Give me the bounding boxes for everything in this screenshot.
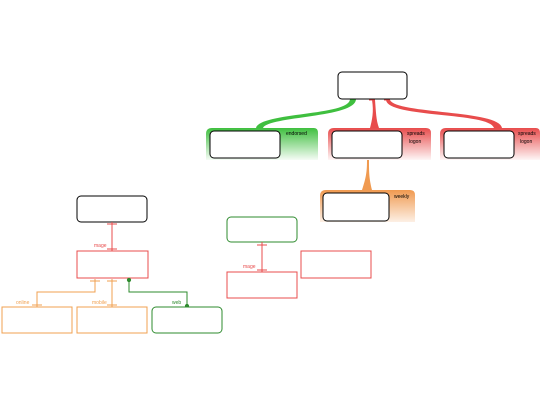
box-spells-logon-2[interactable] xyxy=(443,130,515,159)
root-box[interactable] xyxy=(337,71,408,100)
label-mage-2: mage xyxy=(243,264,256,270)
connector-orange-weekly xyxy=(362,160,372,190)
label-online: online xyxy=(16,300,30,306)
label-spells-logon-2b: logon xyxy=(520,139,532,145)
connector-red-center xyxy=(370,100,379,128)
label-spells-logon-2a: spreads xyxy=(518,131,536,137)
box-mage-1[interactable] xyxy=(76,250,149,279)
middle-root-box[interactable] xyxy=(226,216,298,243)
box-isolated[interactable] xyxy=(300,250,372,279)
box-spells-logon-1[interactable] xyxy=(331,130,403,159)
box-online[interactable] xyxy=(1,306,73,334)
label-spells-logon-1b: logon xyxy=(409,139,421,145)
label-web: web xyxy=(172,300,181,306)
label-mage-1: mage xyxy=(94,243,107,249)
box-endorsed[interactable] xyxy=(209,130,281,159)
connector-green xyxy=(256,99,356,128)
label-spells-logon-1a: spreads xyxy=(407,131,425,137)
connector-red-right xyxy=(386,100,502,128)
label-mobile: mobile xyxy=(92,300,107,306)
link-mage-2 xyxy=(257,242,267,272)
label-endorsed: endorsed xyxy=(286,131,307,137)
link-online xyxy=(32,279,100,307)
link-mage-1 xyxy=(107,222,117,251)
label-weekly: weekly xyxy=(394,194,410,200)
link-mobile xyxy=(107,279,117,307)
box-mobile[interactable] xyxy=(76,306,148,334)
box-mage-2[interactable] xyxy=(226,271,298,299)
left-root-box[interactable] xyxy=(76,195,148,223)
box-web[interactable] xyxy=(151,306,223,334)
box-weekly[interactable] xyxy=(322,192,390,222)
